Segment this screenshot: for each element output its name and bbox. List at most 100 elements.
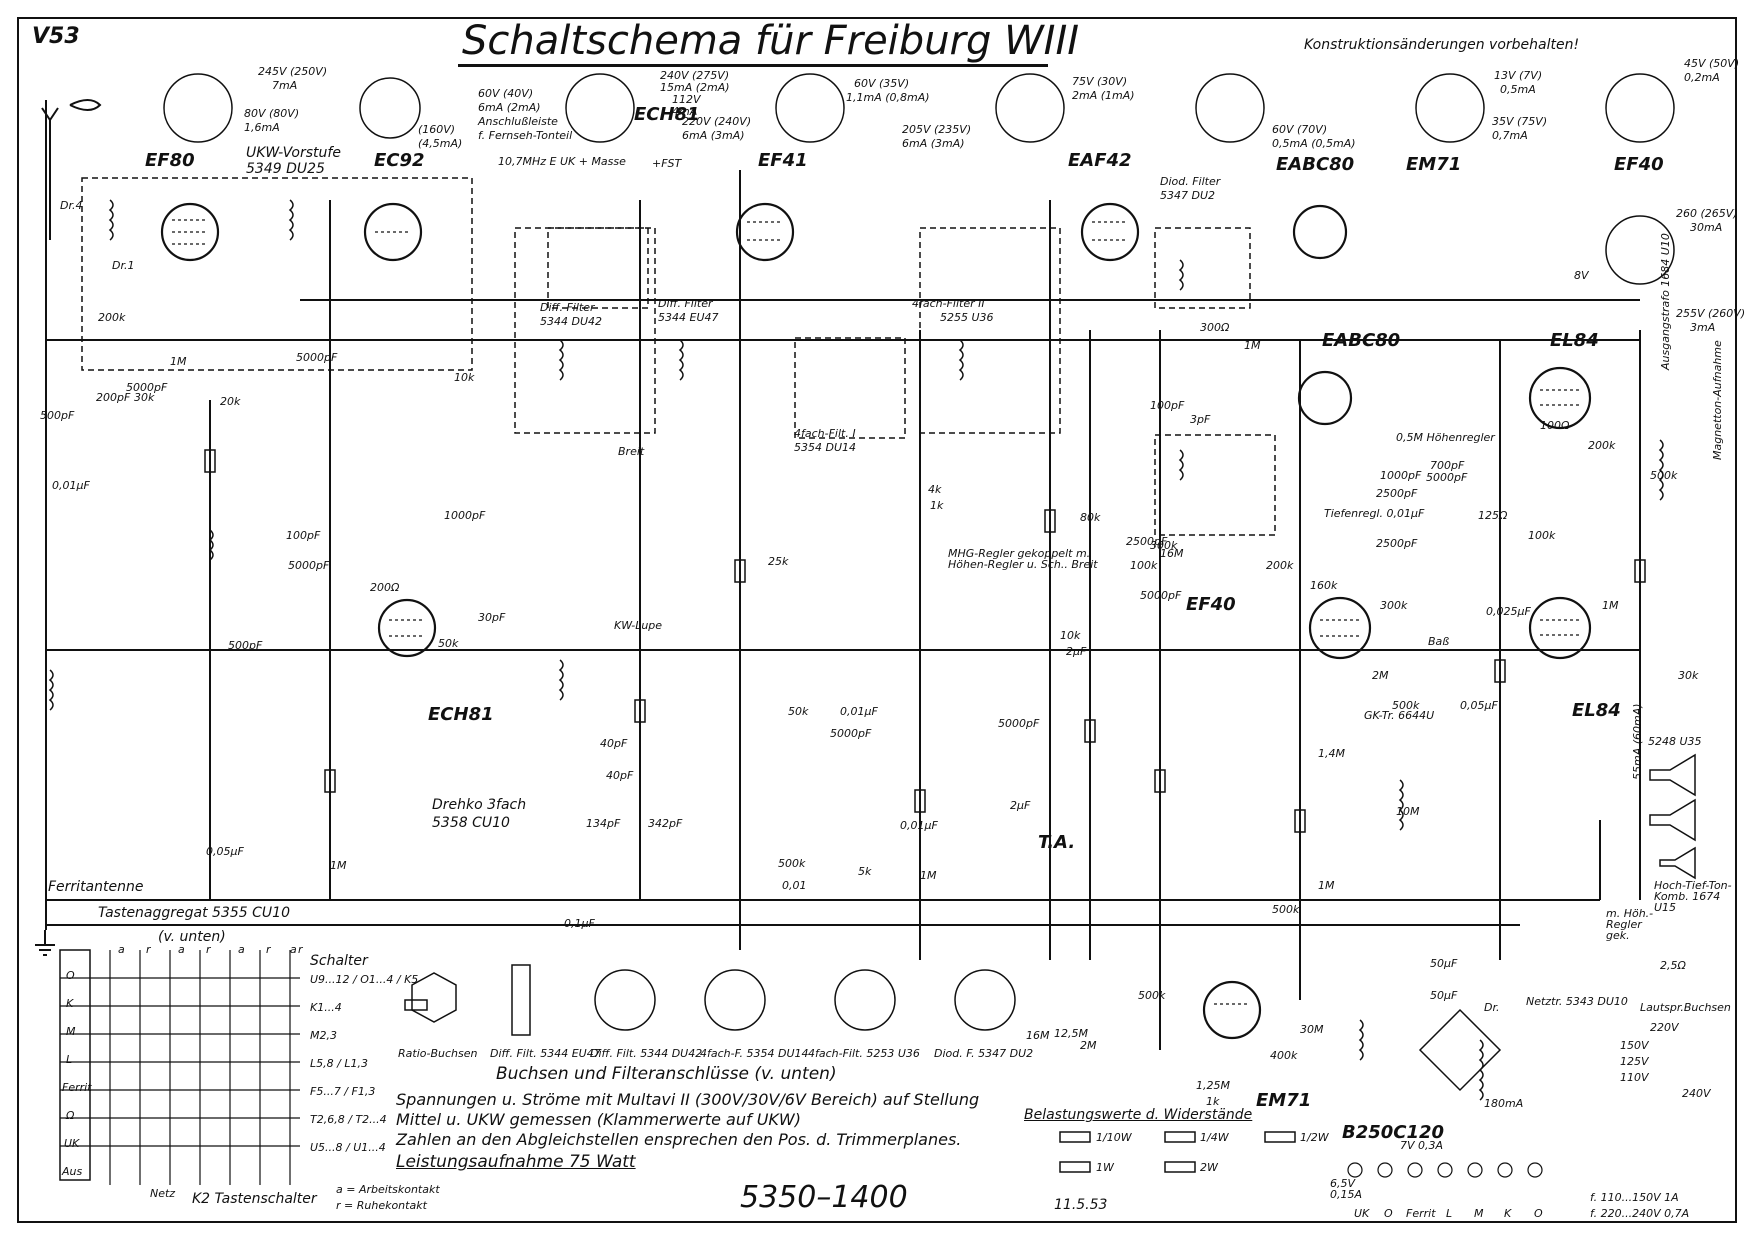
anschlussleiste-pins: 10,7MHz E UK + Masse bbox=[498, 155, 626, 168]
switch-row-uk: UK bbox=[64, 1137, 80, 1150]
switch-col-2: r bbox=[146, 943, 151, 956]
tube-label-ef40: EF40 bbox=[1186, 594, 1236, 615]
switch-col-3: a bbox=[178, 943, 185, 956]
tiefenregler-label: Tiefenregl. 0,01µF bbox=[1324, 507, 1425, 520]
component-value-label: 5000pF bbox=[830, 727, 872, 740]
component-value-label: 500k bbox=[1138, 989, 1166, 1002]
ec92-voltage: (160V) bbox=[418, 123, 456, 136]
component-value-label: 200k bbox=[1266, 559, 1294, 572]
component-value-label: 2500pF bbox=[1126, 535, 1168, 548]
gleichrichter-label: B250C120 bbox=[1342, 1122, 1445, 1143]
component-value-label: 50µF bbox=[1430, 957, 1458, 970]
eaf42-voltage-1: 75V (30V) bbox=[1072, 75, 1128, 88]
ech81-voltage-3: 112V bbox=[672, 93, 701, 106]
kw-lupe-label: KW-Lupe bbox=[614, 619, 663, 632]
switch-group-k: K1...4 bbox=[310, 1001, 342, 1014]
mains-tap-125: 125V bbox=[1620, 1055, 1649, 1068]
component-value-label: Dr.1 bbox=[112, 259, 135, 272]
component-value-label: 3pF bbox=[1190, 413, 1211, 426]
lamp-label-o: O bbox=[1384, 1207, 1393, 1220]
connector-4fach-du14: 4fach-F. 5354 DU14 bbox=[700, 1047, 809, 1060]
component-value-label: 300Ω bbox=[1200, 321, 1230, 334]
component-value-label: 1M bbox=[1244, 339, 1261, 352]
eabc80-voltage: 60V (70V) bbox=[1272, 123, 1328, 136]
component-value-label: 100pF bbox=[1150, 399, 1185, 412]
em71-current-2: 0,7mA bbox=[1492, 129, 1528, 142]
ec92-current: (4,5mA) bbox=[418, 137, 463, 150]
switch-row-ferrit: Ferrit bbox=[62, 1081, 92, 1094]
strom-180-label: 180mA bbox=[1484, 1097, 1524, 1110]
component-value-label: 100pF bbox=[286, 529, 321, 542]
ech81-current-1: 6mA (2mA) bbox=[478, 101, 541, 114]
component-value-label: 5000pF bbox=[1140, 589, 1182, 602]
vierfach-filter-1-label: 4fach-Filt. I bbox=[794, 427, 856, 440]
ef80-voltage-1: 245V (250V) bbox=[258, 65, 328, 78]
mains-tap-150: 150V bbox=[1620, 1039, 1649, 1052]
ech81-voltage-1: 60V (40V) bbox=[478, 87, 534, 100]
connector-diff-filt-du42: Diff. Filt. 5344 DU42 bbox=[590, 1047, 703, 1060]
lamp-label-l: L bbox=[1446, 1207, 1453, 1220]
ef41-current-1: 1,1mA (0,8mA) bbox=[846, 91, 930, 104]
component-value-label: 200k bbox=[98, 311, 126, 324]
magnetton-label: Magnetton-Aufnahme bbox=[1711, 340, 1724, 460]
component-value-label: 160k bbox=[1310, 579, 1338, 592]
component-value-label: 500k bbox=[778, 857, 806, 870]
switch-col-7: a bbox=[290, 943, 297, 956]
component-value-label: 5000pF bbox=[998, 717, 1040, 730]
component-value-label: 2,5Ω bbox=[1660, 959, 1686, 972]
component-value-label: 2500pF bbox=[1376, 537, 1418, 550]
revision-note: Konstruktionsänderungen vorbehalten! bbox=[1304, 37, 1580, 53]
ausgangstrafo-label: Ausgangstrafo 1684 U10 bbox=[1659, 233, 1672, 370]
component-value-label: 5000pF bbox=[1426, 471, 1468, 484]
switch-row-omega: Ω bbox=[66, 1109, 75, 1122]
breit-label: Breit bbox=[618, 445, 645, 458]
switch-col-8: r bbox=[298, 943, 303, 956]
diff-filter-2-number: 5344 EU47 bbox=[658, 311, 719, 324]
ech81-current-3: 4mA bbox=[672, 105, 698, 118]
load-legend-2w: 2W bbox=[1200, 1161, 1218, 1174]
em71-voltage-1: 13V (7V) bbox=[1494, 69, 1543, 82]
component-value-label: 40pF bbox=[600, 737, 628, 750]
switch-row-o: O bbox=[66, 969, 75, 982]
component-value-label: 16M bbox=[1160, 547, 1184, 560]
component-value-label: 0,01µF bbox=[900, 819, 938, 832]
component-value-label: 100Ω bbox=[1540, 419, 1570, 432]
date-signature: 11.5.53 bbox=[1054, 1197, 1108, 1213]
tube-label-em71-top: EM71 bbox=[1406, 154, 1462, 175]
ef80-voltage-2: 80V (80V) bbox=[244, 107, 300, 120]
component-value-label: 1000pF bbox=[444, 509, 486, 522]
component-value-label: 5000pF bbox=[288, 559, 330, 572]
lamp-label-uk: UK bbox=[1354, 1207, 1370, 1220]
switch-group-l: L5,8 / L1,3 bbox=[310, 1057, 368, 1070]
page-title: Schaltschema für Freiburg WIII bbox=[462, 18, 1080, 64]
component-value-label: 500pF bbox=[40, 409, 75, 422]
mains-tap-240: 240V bbox=[1682, 1087, 1711, 1100]
component-value-label: 4k bbox=[928, 483, 942, 496]
component-value-label: 500k bbox=[1392, 699, 1420, 712]
component-value-label: 300k bbox=[1380, 599, 1408, 612]
tastenaggregat-note: (v. unten) bbox=[158, 929, 226, 945]
component-value-label: 2M bbox=[1372, 669, 1389, 682]
anschlussleiste-label: Anschlußleiste bbox=[478, 115, 558, 128]
netztrafo-label: Netztr. 5343 DU10 bbox=[1526, 995, 1628, 1008]
diff-filter-1-label: Diff. Filter bbox=[540, 301, 595, 314]
switch-legend-tastenschalter: K2 Tastenschalter bbox=[192, 1191, 317, 1207]
component-value-label: 0,01 bbox=[782, 879, 807, 892]
tube-label-ef41: EF41 bbox=[758, 150, 808, 171]
component-value-label: 1,25M bbox=[1196, 1079, 1230, 1092]
diff-filter-1-number: 5344 DU42 bbox=[540, 315, 603, 328]
eabc80-current: 0,5mA (0,5mA) bbox=[1272, 137, 1356, 150]
component-value-label: 134pF bbox=[586, 817, 621, 830]
component-value-label: 10k bbox=[1060, 629, 1081, 642]
lautspr-buchsen-label: Lautspr.Buchsen bbox=[1640, 1001, 1731, 1014]
ukw-vorstufe-number: 5349 DU25 bbox=[246, 161, 325, 177]
eaf42-current-1: 2mA (1mA) bbox=[1072, 89, 1135, 102]
switch-table-header: Schalter bbox=[310, 953, 368, 969]
title-underline bbox=[458, 64, 1048, 67]
component-value-label: Dr. bbox=[1484, 1001, 1500, 1014]
component-value-label: 1000pF bbox=[1380, 469, 1422, 482]
ukw-vorstufe-label: UKW-Vorstufe bbox=[246, 145, 341, 161]
tastenaggregat-label: Tastenaggregat 5355 CU10 bbox=[98, 905, 290, 921]
strom-55-label: 55mA (60mA) bbox=[1631, 703, 1644, 780]
component-value-label: 10k bbox=[454, 371, 475, 384]
